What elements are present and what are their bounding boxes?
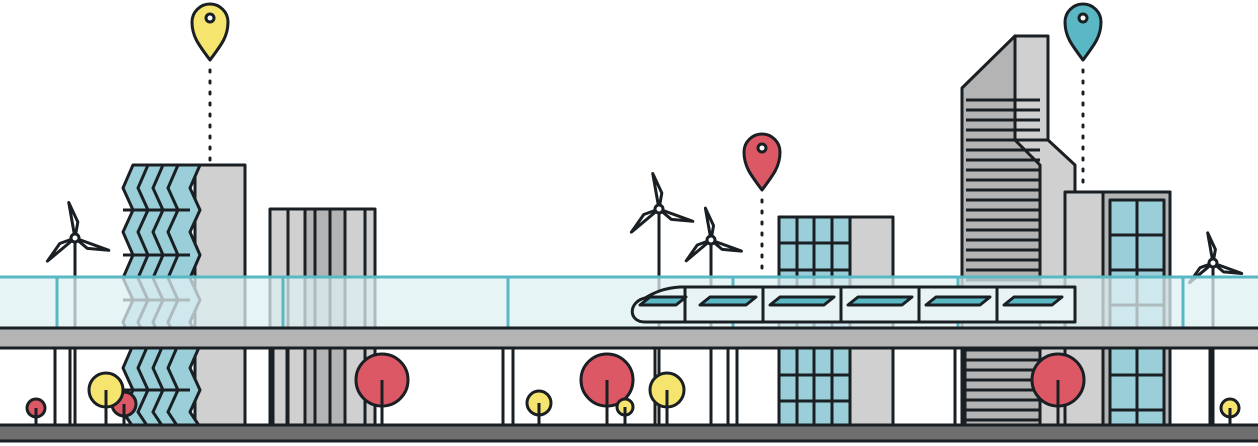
monorail-train [630,285,1077,324]
tree [525,389,553,426]
tree [648,371,686,426]
tree [87,371,125,426]
ground [0,423,1258,443]
tree [1219,397,1241,426]
tree [25,397,47,426]
train-window [768,295,836,307]
bridge-deck [0,326,1258,350]
tree [1030,352,1086,426]
train-window [846,295,914,307]
tree [354,352,410,426]
pin-yellow-icon [190,2,230,164]
train-window [1002,295,1064,307]
train-window [924,295,992,307]
train-window [638,295,688,307]
pin-red-icon [742,132,782,274]
tree [579,352,635,426]
train-window [698,295,758,307]
pin-teal-icon [1063,2,1103,187]
tree [615,397,635,426]
